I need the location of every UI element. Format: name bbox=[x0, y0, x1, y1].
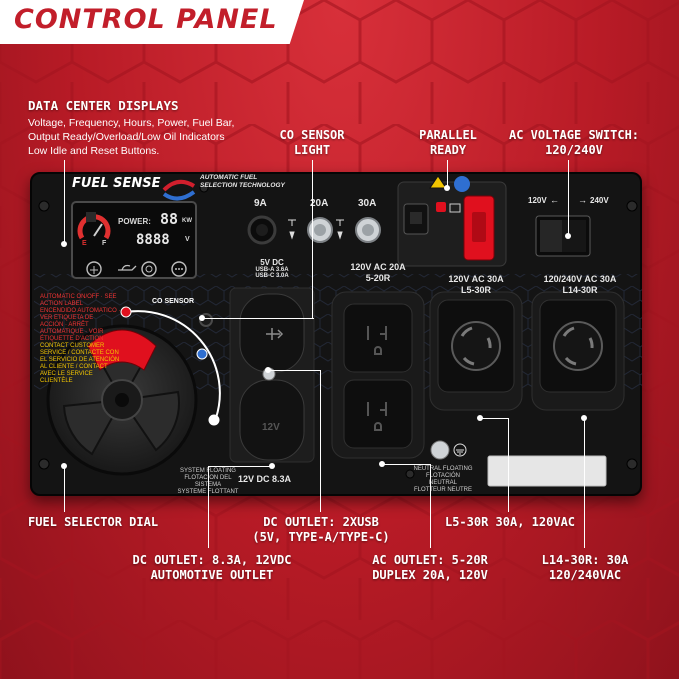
breaker-icon bbox=[288, 219, 296, 240]
callout-line-l5 bbox=[508, 418, 509, 512]
screw-icon bbox=[38, 458, 50, 470]
fuel-sense-arrow-icon bbox=[162, 179, 196, 192]
plug-icon bbox=[449, 203, 461, 213]
breaker-icon bbox=[336, 219, 344, 240]
callout-dot bbox=[581, 415, 587, 421]
page-title: CONTROL PANEL bbox=[14, 4, 278, 35]
dc-usb-callout: DC OUTLET: 2XUSB (5V, TYPE-A/TYPE-C) bbox=[252, 515, 390, 544]
callout-line-12v bbox=[208, 466, 209, 548]
fuel-sense-logo: FUEL SENSE bbox=[72, 176, 161, 191]
callout-line-voltage-switch bbox=[568, 160, 569, 236]
co-sensor-label: CO SENSOR bbox=[152, 298, 195, 305]
blank-label-plate bbox=[487, 455, 607, 487]
callout-dot bbox=[477, 415, 483, 421]
switch-arrow-right-icon: → bbox=[578, 195, 587, 205]
data-center-line-1: Voltage, Frequency, Hours, Power, Fuel B… bbox=[28, 117, 235, 129]
callout-line-usb-h bbox=[268, 370, 321, 371]
switch-120v-label: 120V bbox=[528, 196, 547, 205]
lcd-power-value: 88 bbox=[160, 210, 179, 228]
12v-socket-cover[interactable] bbox=[239, 379, 305, 461]
outlet-l14-30r-label: 120/240V AC 30A L14-30R bbox=[543, 274, 617, 295]
callout-dot bbox=[199, 315, 205, 321]
callout-line-parallel bbox=[447, 160, 448, 188]
low-idle-button[interactable] bbox=[86, 261, 102, 277]
neutral-floating-label: NEUTRAL FLOATING FLOTACIÓN NEUTRAL FLOTT… bbox=[413, 466, 473, 493]
callout-line-5-20r-h bbox=[382, 464, 431, 465]
fuel-sense-tagline: AUTOMATIC FUEL SELECTION TECHNOLOGY bbox=[200, 174, 285, 189]
12v-socket-label: 12V bbox=[262, 422, 280, 433]
info-icon bbox=[454, 176, 470, 192]
parallel-ready-callout: PARALLEL READY bbox=[419, 128, 477, 157]
callout-line-12v-h bbox=[208, 466, 272, 467]
usb-label: 5V DC USB-A 3.6A USB-C 3.0A bbox=[255, 258, 289, 279]
callout-dot bbox=[61, 241, 67, 247]
low-oil-icon bbox=[118, 264, 137, 271]
breaker-30a-label: 30A bbox=[358, 198, 377, 209]
screw-icon bbox=[38, 200, 50, 212]
lcd-power-label: POWER: bbox=[118, 217, 151, 226]
lcd-voltage-value: 8888 bbox=[136, 232, 170, 248]
co-sensor-light-callout: CO SENSOR LIGHT bbox=[279, 128, 345, 157]
dc-12v-callout: DC OUTLET: 8.3A, 12VDC AUTOMOTIVE OUTLET bbox=[132, 553, 292, 582]
warning-icon bbox=[429, 175, 447, 189]
ground-symbol-icon bbox=[453, 443, 467, 457]
ac-voltage-switch-callout: AC VOLTAGE SWITCH: 120/240V bbox=[508, 128, 640, 157]
control-panel-art bbox=[34, 175, 642, 487]
data-center-heading: DATA CENTER DISPLAYS bbox=[28, 98, 179, 113]
dial-arc bbox=[125, 310, 221, 419]
lcd-fuel-full: F bbox=[102, 240, 107, 247]
callout-dot bbox=[61, 463, 67, 469]
screw-icon bbox=[626, 458, 638, 470]
outlet-5-20r-label: 120V AC 20A 5-20R bbox=[350, 262, 406, 283]
ac-5-20r-callout: AC OUTLET: 5-20R DUPLEX 20A, 120V bbox=[372, 553, 488, 582]
fuel-selector-callout: FUEL SELECTOR DIAL bbox=[28, 515, 159, 529]
fuel-gauge-needle-icon bbox=[93, 223, 103, 237]
callout-line-fuel-dial bbox=[64, 466, 65, 512]
callout-line-data-center bbox=[64, 160, 65, 244]
twist-lock-receptacle-icon bbox=[553, 321, 603, 371]
fuel-sense-arrow-icon bbox=[162, 190, 196, 201]
data-center-line-2: Output Ready/Overload/Low Oil Indicators bbox=[28, 131, 225, 143]
gas-position-dot bbox=[120, 306, 132, 318]
screw-icon bbox=[199, 183, 209, 193]
data-center-line-3: Low Idle and Reset Buttons. bbox=[28, 145, 160, 157]
callout-line-l14 bbox=[584, 418, 585, 548]
12v-dc-label: 12V DC 8.3A bbox=[238, 474, 292, 484]
usb-icon bbox=[266, 328, 284, 340]
callout-dot bbox=[269, 463, 275, 469]
control-panel: FUEL SENSE AUTOMATIC FUEL SELECTION TECH… bbox=[30, 172, 642, 496]
callout-line-usb bbox=[320, 370, 321, 512]
callout-line-co-sensor bbox=[312, 160, 313, 220]
callout-line-l5-h bbox=[480, 418, 509, 419]
reset-button[interactable] bbox=[141, 261, 157, 277]
callout-line-co-sensor-h bbox=[202, 318, 314, 319]
breaker-9a-label: 9A bbox=[254, 198, 267, 209]
ground-screw-icon bbox=[430, 440, 450, 460]
outlet-receptacle-icon bbox=[367, 326, 387, 431]
twist-lock-receptacle-icon bbox=[451, 321, 501, 371]
ng-position-dot bbox=[208, 414, 220, 426]
screw-icon bbox=[626, 200, 638, 212]
callout-line-co-sensor-v2 bbox=[312, 220, 313, 318]
switch-arrow-left-icon: ← bbox=[550, 195, 559, 205]
l14-30r-callout: L14-30R: 30A 120/240VAC bbox=[541, 553, 629, 582]
lcd-fuel-empty: E bbox=[82, 240, 87, 247]
lcd-power-unit: KW bbox=[182, 218, 192, 224]
callout-dot bbox=[379, 461, 385, 467]
dial-notes: AUTOMATIC ON/OFF · SEE ACTION LABEL ENCE… bbox=[40, 294, 121, 384]
breaker-20a-label: 20A bbox=[310, 198, 329, 209]
screw-icon bbox=[405, 469, 415, 479]
l5-30r-callout: L5-30R 30A, 120VAC bbox=[444, 515, 576, 529]
callout-dot bbox=[265, 367, 271, 373]
callout-line-5-20r bbox=[430, 464, 431, 548]
lcd-voltage-unit: V bbox=[185, 236, 190, 243]
outlet-l5-30r-label: 120V AC 30A L5-30R bbox=[448, 274, 504, 295]
dial-red-grip[interactable] bbox=[87, 329, 157, 371]
menu-button[interactable] bbox=[171, 261, 187, 277]
callout-dot bbox=[444, 185, 450, 191]
switch-240v-label: 240V bbox=[590, 196, 609, 205]
propane-position-dot bbox=[196, 348, 208, 360]
callout-dot bbox=[565, 233, 571, 239]
